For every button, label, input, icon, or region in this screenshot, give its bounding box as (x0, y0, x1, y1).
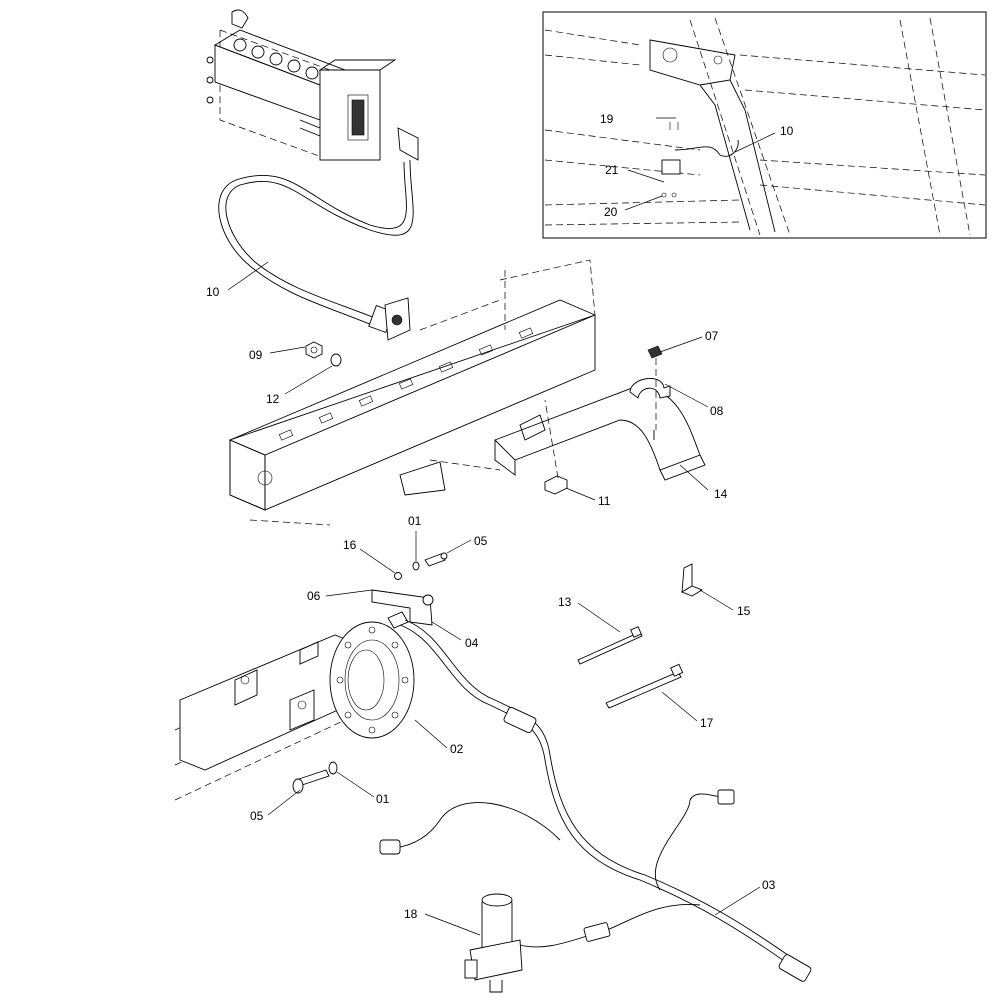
callout-14: 14 (714, 487, 728, 501)
flange-02 (329, 621, 415, 739)
callout-20: 20 (604, 205, 618, 219)
callout-18: 18 (404, 907, 418, 921)
cable-harness-10 (218, 159, 414, 341)
callout-21: 21 (605, 163, 619, 177)
bolt-05a (424, 552, 448, 567)
callout-04: 04 (465, 636, 479, 650)
cable-tie-13 (577, 626, 643, 665)
callout-19: 19 (600, 112, 614, 126)
callout-11: 11 (598, 494, 611, 508)
main-frame-beam (228, 259, 596, 526)
callout-15: 15 (737, 604, 751, 618)
nut-09 (305, 341, 323, 359)
leader-lines (227, 117, 776, 936)
wiring-harness-03 (379, 619, 812, 982)
axle-beam (174, 634, 361, 801)
callout-labels: 19 10 21 20 10 09 12 07 08 14 11 01 16 0… (206, 112, 794, 921)
cable-tie-17 (605, 663, 684, 709)
callout-03: 03 (762, 878, 776, 892)
callout-06: 06 (307, 589, 321, 603)
washer-01a (412, 561, 420, 571)
callout-17: 17 (700, 716, 714, 730)
callout-12: 12 (266, 392, 280, 406)
callout-01-lower: 01 (376, 792, 390, 806)
callout-05-upper: 05 (474, 534, 488, 548)
callout-05-lower: 05 (250, 809, 264, 823)
angle-piece-15 (680, 563, 704, 597)
bolt-11 (544, 399, 568, 495)
bolt-05b (292, 769, 330, 794)
washer-12 (330, 353, 342, 367)
callout-01-upper: 01 (408, 514, 422, 528)
clamp-08 (629, 378, 671, 399)
callout-07: 07 (705, 329, 719, 343)
callout-09: 09 (249, 348, 263, 362)
callout-08: 08 (710, 404, 724, 418)
washer-01b (328, 761, 338, 775)
callout-10: 10 (206, 285, 220, 299)
detail-inset (542, 11, 987, 239)
callout-16: 16 (343, 538, 357, 552)
callout-13: 13 (558, 595, 572, 609)
solenoid-valve-18 (464, 893, 523, 993)
washer-16 (394, 572, 402, 580)
bolt-07 (647, 345, 663, 440)
speed-sensor-04 (387, 594, 434, 629)
control-valve-block (206, 9, 419, 161)
callout-10-inset: 10 (780, 124, 794, 138)
callout-02: 02 (450, 742, 464, 756)
